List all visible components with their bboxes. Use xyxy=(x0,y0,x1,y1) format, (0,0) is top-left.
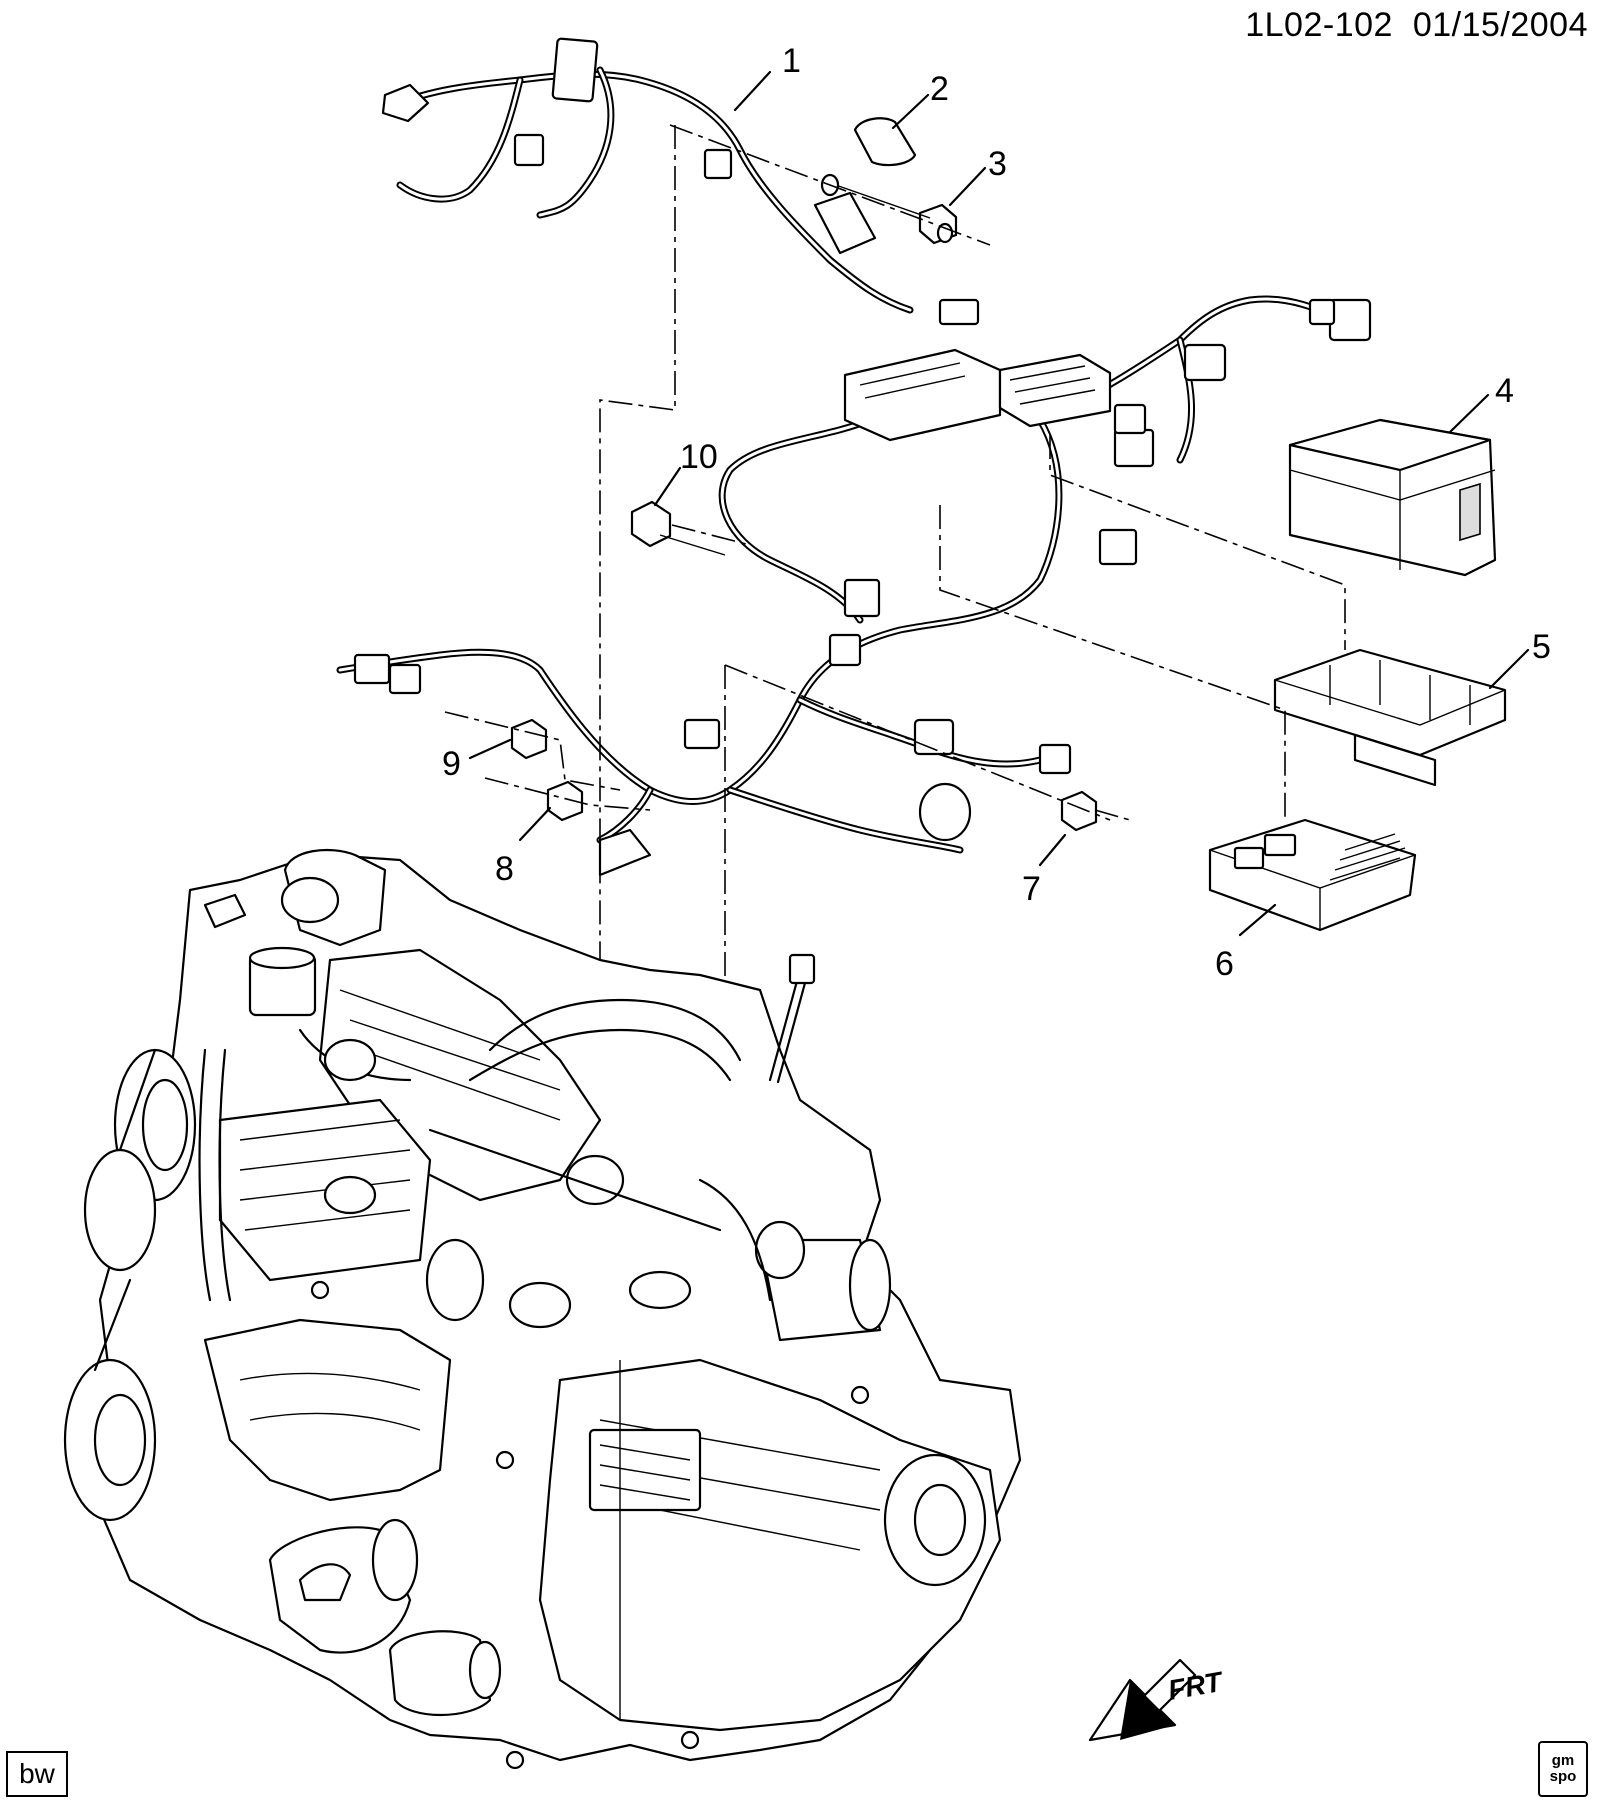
hex-nut-9 xyxy=(510,718,548,760)
drawing-date: 01/15/2004 xyxy=(1412,6,1588,44)
drawing-id: 1L02-102 xyxy=(1245,6,1393,44)
logo-line-2: spo xyxy=(1549,1768,1577,1785)
callout-label-9: 9 xyxy=(442,745,461,783)
callout-3: 3 xyxy=(948,145,1007,207)
callout-4: 4 xyxy=(1448,372,1514,434)
callout-label-7: 7 xyxy=(1022,870,1041,908)
engine-wiring-harness xyxy=(336,37,1372,877)
callout-label-1: 1 xyxy=(782,42,801,80)
drawing-tag: bw xyxy=(6,1751,68,1797)
callout-label-10: 10 xyxy=(680,438,718,476)
gm-spo-logo-icon: gm spo xyxy=(1538,1741,1588,1797)
assembly-guide-lines xyxy=(444,124,1346,1450)
callout-6: 6 xyxy=(1215,903,1277,983)
callout-9: 9 xyxy=(442,738,512,783)
callout-7: 7 xyxy=(1022,833,1067,908)
junction-box-cover xyxy=(1288,418,1497,577)
drawing-header: 1L02-102 01/15/2004 xyxy=(1245,6,1588,45)
callout-label-4: 4 xyxy=(1495,372,1514,410)
callout-2: 2 xyxy=(891,70,949,130)
junction-box-bracket xyxy=(1273,648,1507,787)
engine-transaxle-assembly xyxy=(63,848,1022,1770)
front-direction-arrow-icon: FRT xyxy=(1088,1658,1227,1742)
bolt xyxy=(630,500,726,556)
callout-label-5: 5 xyxy=(1532,628,1551,666)
hex-nut-upper xyxy=(918,203,958,245)
callout-label-6: 6 xyxy=(1215,945,1234,983)
engine-control-module xyxy=(1208,818,1417,932)
harness-junction-block xyxy=(843,348,1147,442)
retainer-nut xyxy=(1060,790,1098,832)
callout-label-2: 2 xyxy=(930,70,949,108)
callout-10: 10 xyxy=(653,438,718,507)
callout-1: 1 xyxy=(733,42,801,112)
callout-8: 8 xyxy=(495,806,552,888)
callout-label-8: 8 xyxy=(495,850,514,888)
callout-label-3: 3 xyxy=(988,145,1007,183)
logo-line-1: gm xyxy=(1551,1752,1575,1769)
callout-5: 5 xyxy=(1488,628,1551,690)
protective-cap xyxy=(853,117,917,167)
